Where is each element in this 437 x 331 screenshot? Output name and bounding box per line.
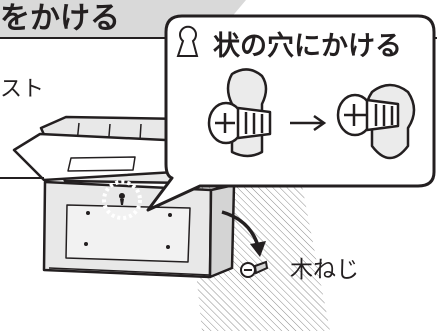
wood-screw-icon	[240, 260, 269, 278]
mailbox-slot	[67, 156, 136, 172]
mailbox	[12, 115, 236, 279]
left-label-partial: スト	[0, 77, 45, 102]
keyhole-after-icon	[336, 83, 416, 160]
keyhole-hole	[118, 193, 125, 205]
keyhole-shape-icon	[176, 25, 199, 57]
right-arrow-head	[313, 114, 327, 132]
mailbox-side	[208, 183, 236, 279]
section-title: をかける	[0, 1, 120, 36]
mailbox-inner-panel	[65, 204, 191, 263]
callout-bubble	[146, 14, 436, 212]
curved-arrow-head	[250, 241, 266, 257]
curved-arrow	[221, 210, 260, 247]
keyhole-highlight	[102, 180, 142, 220]
callout-title: 状の穴にかける	[213, 31, 402, 62]
keyhole-before-icon	[207, 68, 272, 158]
wood-screw-label: 木ねじ	[290, 257, 359, 283]
